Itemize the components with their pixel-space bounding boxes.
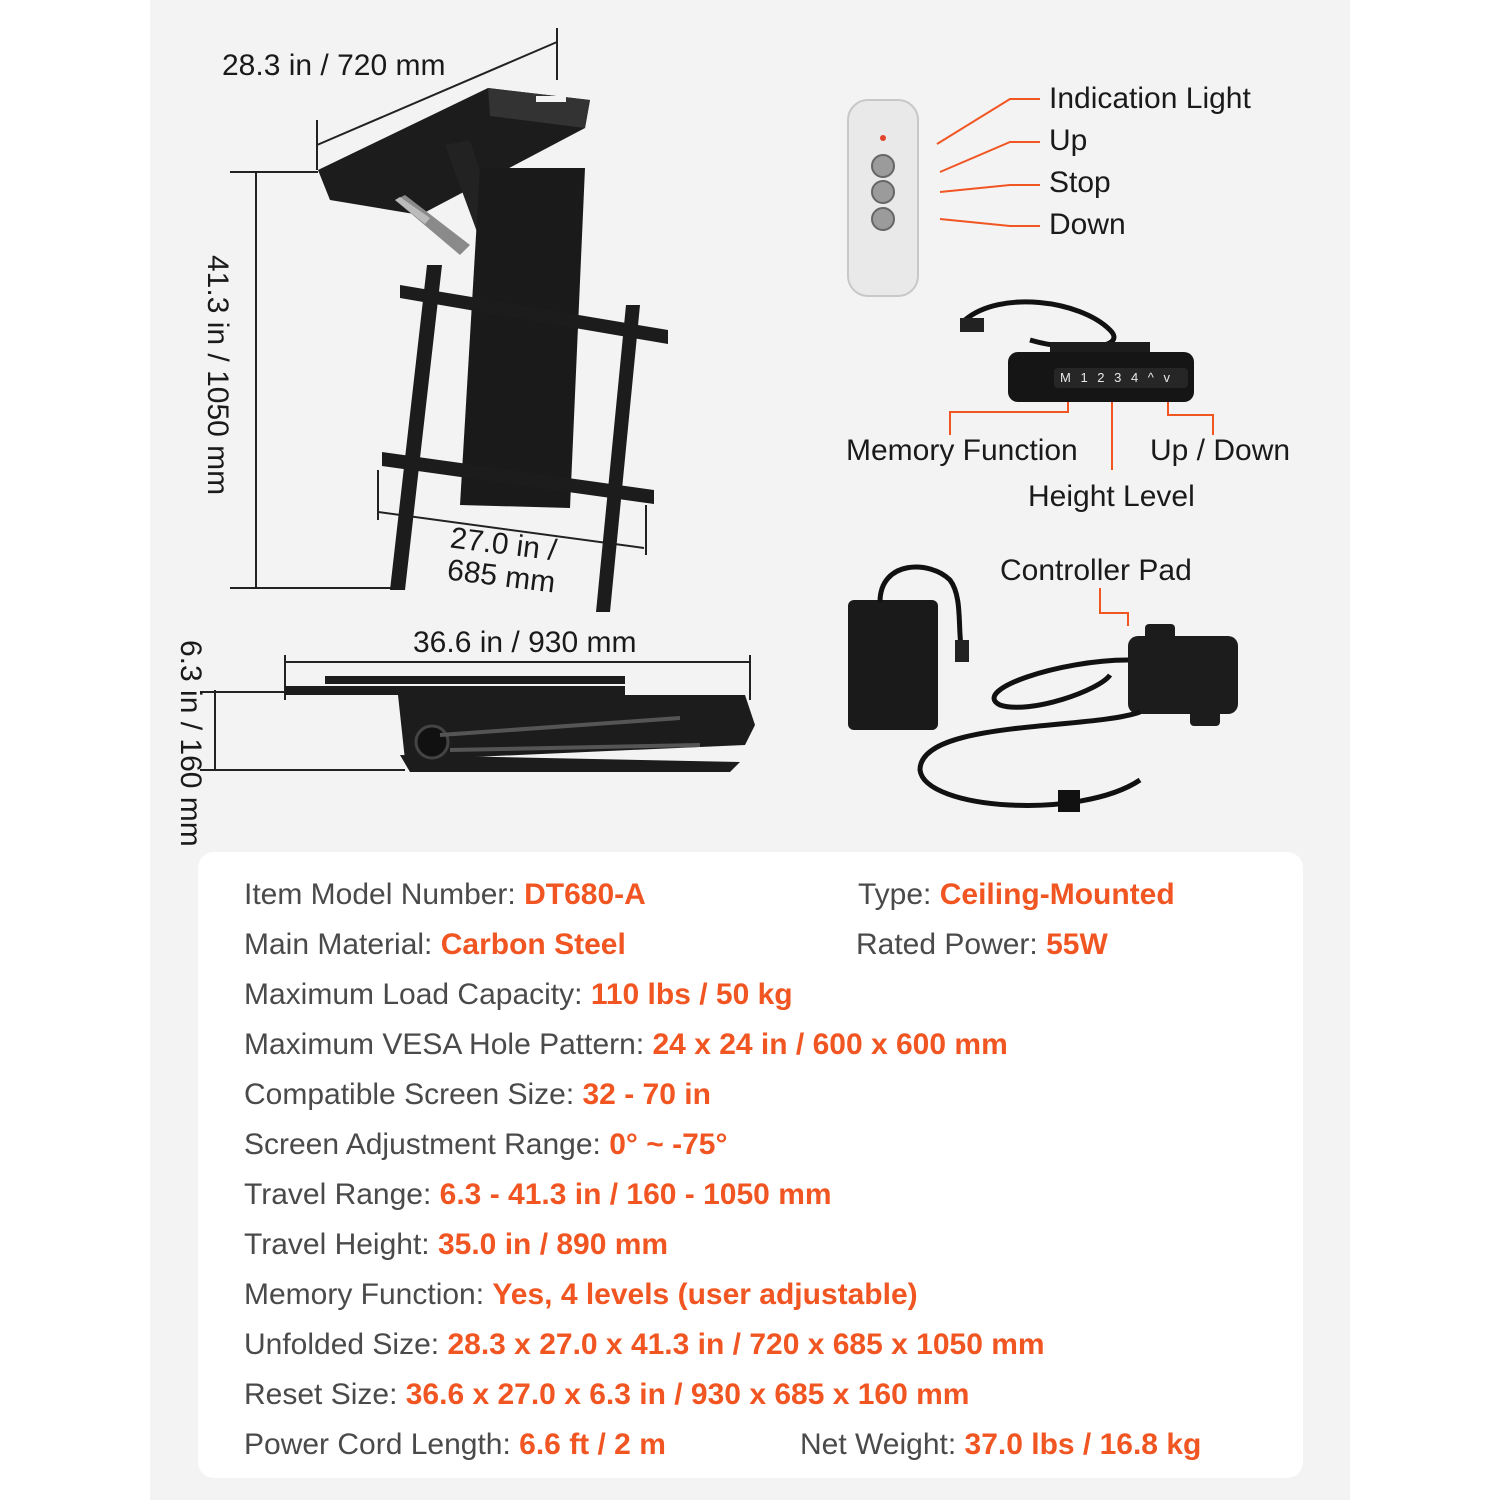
spec-unfolded-size: Unfolded Size: 28.3 x 27.0 x 41.3 in / 7… bbox=[244, 1328, 1045, 1361]
spec-travel-height: Travel Height: 35.0 in / 890 mm bbox=[244, 1228, 669, 1261]
stop-button-icon bbox=[871, 180, 895, 204]
width-dimension-line bbox=[316, 41, 558, 146]
dimension-folded-height: 6.3 in / 160 mm bbox=[174, 640, 207, 847]
dimension-folded-length: 36.6 in / 930 mm bbox=[413, 626, 637, 659]
down-button-icon bbox=[871, 207, 895, 231]
spec-power: Rated Power: 55W bbox=[856, 928, 1108, 961]
dimension-width-top: 28.3 in / 720 mm bbox=[222, 49, 446, 82]
indication-light-icon bbox=[880, 135, 886, 141]
spec-adjustment-range: Screen Adjustment Range: 0° ~ -75° bbox=[244, 1128, 728, 1161]
spec-vesa: Maximum VESA Hole Pattern: 24 x 24 in / … bbox=[244, 1028, 1008, 1061]
power-adapter-and-controller bbox=[848, 564, 1238, 812]
height-level-label: Height Level bbox=[1028, 480, 1195, 513]
spec-load: Maximum Load Capacity: 110 lbs / 50 kg bbox=[244, 978, 793, 1011]
keypad-keys: M 1 2 3 4 ^ v bbox=[1060, 370, 1174, 385]
spec-reset-size: Reset Size: 36.6 x 27.0 x 6.3 in / 930 x… bbox=[244, 1378, 970, 1411]
remote-up-label: Up bbox=[1049, 124, 1088, 157]
up-down-label: Up / Down bbox=[1150, 434, 1291, 467]
spec-net-weight: Net Weight: 37.0 lbs / 16.8 kg bbox=[800, 1428, 1202, 1461]
remote-down-label: Down bbox=[1049, 208, 1126, 241]
spec-type: Type: Ceiling-Mounted bbox=[858, 878, 1175, 911]
bracket-dimension-line bbox=[377, 511, 645, 549]
memory-function-label: Memory Function bbox=[846, 434, 1078, 467]
folded-mount bbox=[200, 655, 755, 772]
up-button-icon bbox=[871, 154, 895, 178]
spec-screen-size: Compatible Screen Size: 32 - 70 in bbox=[244, 1078, 711, 1111]
specifications-panel: Item Model Number: DT680-A Type: Ceiling… bbox=[198, 852, 1303, 1478]
spec-memory-function: Memory Function: Yes, 4 levels (user adj… bbox=[244, 1278, 918, 1311]
controller-pad-label: Controller Pad bbox=[1000, 554, 1192, 587]
memory-keypad bbox=[949, 299, 1214, 470]
spec-material: Main Material: Carbon Steel bbox=[244, 928, 626, 961]
dimension-height: 41.3 in / 1050 mm bbox=[201, 255, 234, 496]
spec-model: Item Model Number: DT680-A bbox=[244, 878, 646, 911]
remote-indication-light-label: Indication Light bbox=[1049, 82, 1251, 115]
unfolded-mount bbox=[230, 28, 668, 612]
spec-cord-length: Power Cord Length: 6.6 ft / 2 m bbox=[244, 1428, 666, 1461]
spec-travel-range: Travel Range: 6.3 - 41.3 in / 160 - 1050… bbox=[244, 1178, 832, 1211]
product-illustration bbox=[200, 28, 1238, 812]
remote-stop-label: Stop bbox=[1049, 166, 1111, 199]
hand-remote bbox=[847, 98, 1040, 297]
